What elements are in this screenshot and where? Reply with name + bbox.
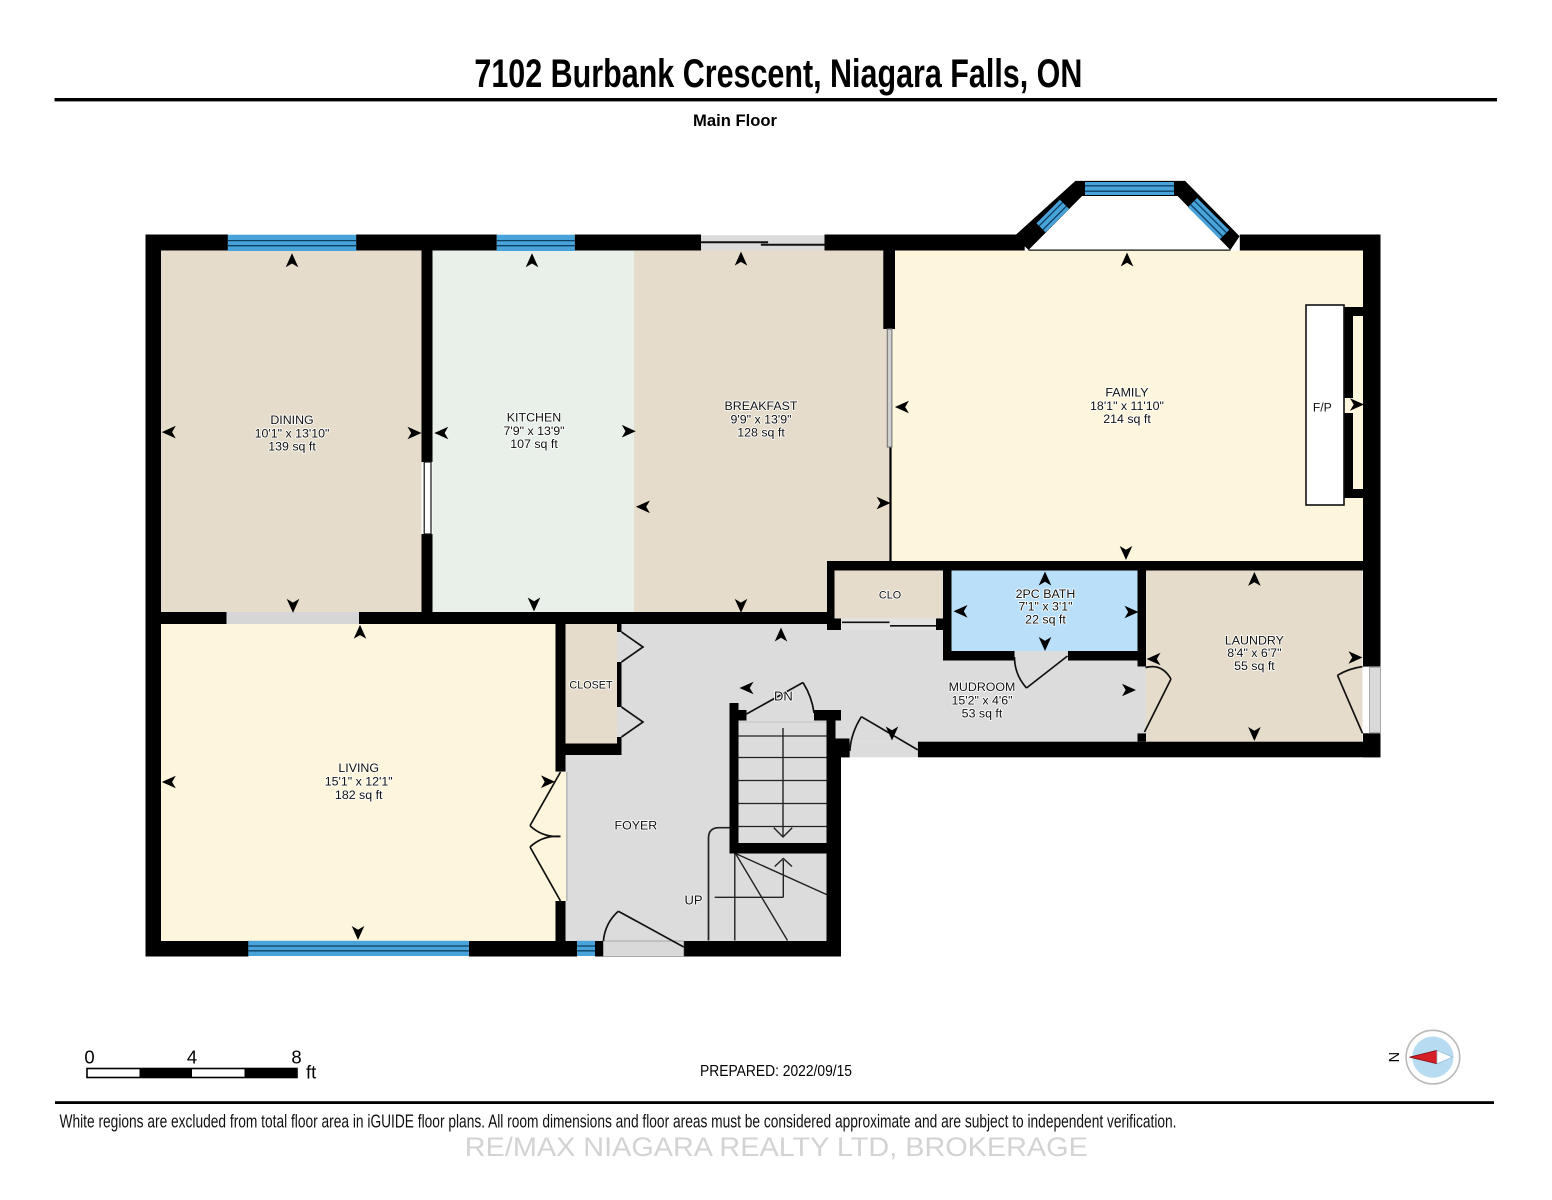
svg-text:RE/MAX NIAGARA REALTY LTD, BRO: RE/MAX NIAGARA REALTY LTD, BROKERAGE <box>465 1132 1088 1162</box>
svg-text:FOYER: FOYER <box>615 819 658 833</box>
svg-text:LIVING: LIVING <box>338 761 379 775</box>
svg-text:White regions are excluded fro: White regions are excluded from total fl… <box>60 1112 1177 1132</box>
svg-text:LAUNDRY: LAUNDRY <box>1225 633 1284 647</box>
svg-text:7102 Burbank Crescent, Niagara: 7102 Burbank Crescent, Niagara Falls, ON <box>474 52 1082 96</box>
svg-text:F/P: F/P <box>1313 400 1332 414</box>
svg-text:Main Floor: Main Floor <box>693 111 777 130</box>
svg-text:N: N <box>1387 1052 1403 1062</box>
svg-text:DINING: DINING <box>270 413 313 427</box>
svg-text:8: 8 <box>291 1047 301 1068</box>
svg-text:22 sq ft: 22 sq ft <box>1025 612 1066 626</box>
svg-text:DN: DN <box>774 689 793 704</box>
svg-text:PREPARED: 2022/09/15: PREPARED: 2022/09/15 <box>700 1063 852 1080</box>
svg-text:18'1" x 11'10": 18'1" x 11'10" <box>1090 399 1164 413</box>
svg-text:15'2" x 4'6": 15'2" x 4'6" <box>951 693 1012 707</box>
svg-text:10'1" x 13'10": 10'1" x 13'10" <box>255 426 330 440</box>
svg-text:15'1" x 12'1": 15'1" x 12'1" <box>325 775 393 789</box>
svg-text:107 sq ft: 107 sq ft <box>510 437 558 451</box>
svg-text:ft: ft <box>306 1062 316 1083</box>
svg-text:2PC BATH: 2PC BATH <box>1016 587 1076 601</box>
svg-text:FAMILY: FAMILY <box>1105 386 1148 400</box>
svg-text:BREAKFAST: BREAKFAST <box>725 399 798 413</box>
svg-text:0: 0 <box>84 1047 94 1068</box>
svg-text:7'1" x 3'1": 7'1" x 3'1" <box>1018 600 1072 614</box>
svg-text:7'9" x 13'9": 7'9" x 13'9" <box>503 424 564 438</box>
svg-text:MUDROOM: MUDROOM <box>949 680 1016 694</box>
svg-text:9'9" x 13'9": 9'9" x 13'9" <box>730 412 791 426</box>
svg-text:CLOSET: CLOSET <box>569 680 613 692</box>
svg-text:8'4" x 6'7": 8'4" x 6'7" <box>1227 646 1281 660</box>
svg-text:182 sq ft: 182 sq ft <box>335 788 383 802</box>
svg-text:55 sq ft: 55 sq ft <box>1234 659 1275 673</box>
svg-text:128 sq ft: 128 sq ft <box>737 426 785 440</box>
svg-text:53 sq ft: 53 sq ft <box>962 706 1003 720</box>
svg-text:KITCHEN: KITCHEN <box>507 411 561 425</box>
svg-text:214 sq ft: 214 sq ft <box>1103 412 1151 426</box>
svg-text:4: 4 <box>187 1047 197 1068</box>
svg-text:UP: UP <box>684 893 702 908</box>
svg-text:CLO: CLO <box>879 590 901 602</box>
svg-text:139 sq ft: 139 sq ft <box>268 440 316 454</box>
